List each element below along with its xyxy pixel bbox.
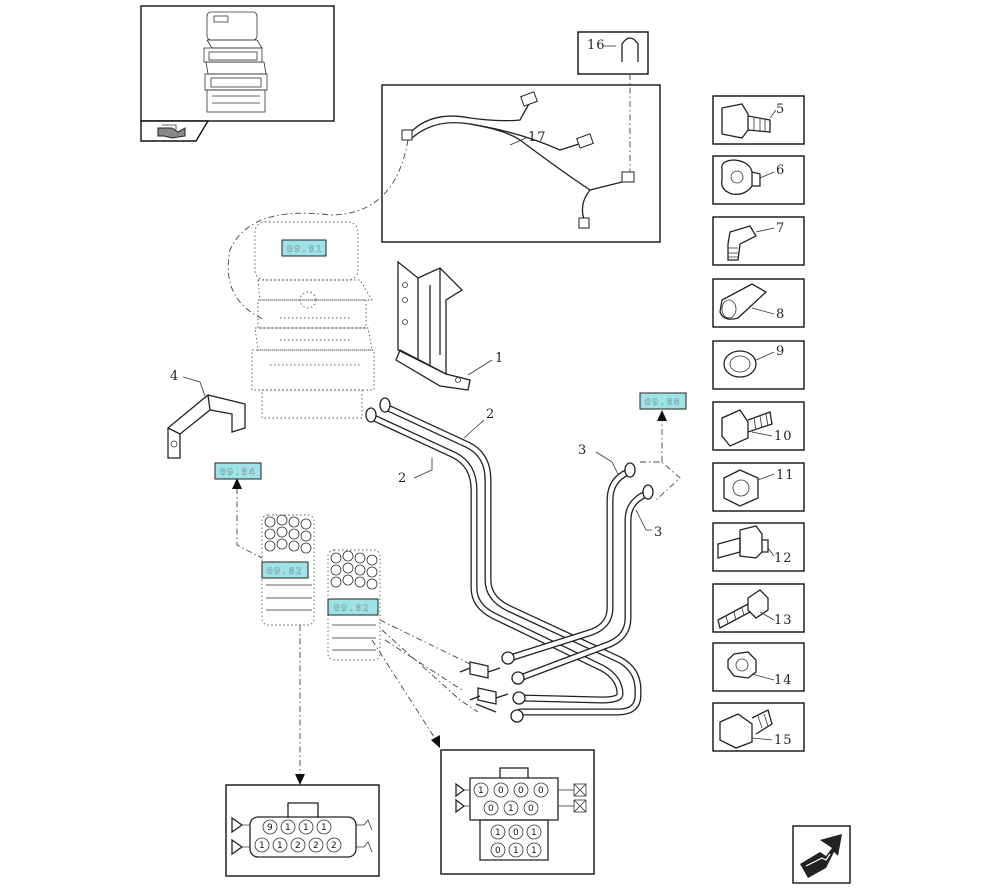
svg-text:1: 1 (495, 828, 501, 838)
pipe-part-2-outer (384, 404, 642, 716)
connector-pinout-right: 1 0 0 0 0 1 0 1 0 1 0 1 1 (440, 749, 595, 875)
svg-text:2: 2 (313, 841, 319, 851)
fitting-11[interactable]: 11 (712, 462, 805, 512)
svg-text:1: 1 (478, 786, 484, 796)
fitting-14[interactable]: 14 (712, 642, 805, 692)
svg-text:0: 0 (538, 786, 544, 796)
return-arrow-icon[interactable] (792, 825, 851, 884)
pin-row-bottom: 1 1 2 2 2 (254, 837, 342, 853)
label-part-17: 17 (528, 130, 547, 145)
ref-tag-left[interactable]: 09.04 (214, 462, 262, 480)
svg-text:7: 7 (776, 221, 785, 236)
svg-text:8: 8 (776, 307, 785, 322)
svg-text:1: 1 (277, 841, 283, 851)
fitting-12[interactable]: 12 (712, 522, 805, 572)
svg-text:09.02: 09.02 (334, 603, 370, 614)
valve-cluster-left (261, 514, 315, 626)
fitting-8[interactable]: 8 (712, 278, 805, 328)
svg-text:14: 14 (774, 673, 793, 688)
fitting-10[interactable]: 10 (712, 401, 805, 451)
svg-text:13: 13 (774, 613, 793, 628)
svg-text:1: 1 (321, 823, 327, 833)
svg-text:1: 1 (531, 846, 537, 856)
svg-text:1: 1 (513, 846, 519, 856)
fitting-15[interactable]: 15 (712, 702, 805, 752)
label-part-4: 4 (170, 369, 179, 384)
svg-text:09.04: 09.04 (220, 467, 256, 478)
svg-text:15: 15 (774, 733, 793, 748)
u-bracket-part-4: 4 (167, 369, 246, 459)
label-part-2a: 2 (486, 407, 495, 422)
valve-cluster-right (327, 549, 381, 661)
fitting-13[interactable]: 13 (712, 583, 805, 633)
pin-row-2: 0 1 0 (483, 800, 539, 816)
pipe-part-2-inner (370, 414, 624, 704)
svg-text:0: 0 (528, 804, 534, 814)
svg-text:2: 2 (331, 841, 337, 851)
svg-text:1: 1 (531, 828, 537, 838)
ref-tag-mid1[interactable]: 09.02 (261, 561, 309, 579)
pipe-part-3 (506, 462, 654, 682)
pin-row-1: 1 0 0 0 (473, 782, 549, 798)
ref-tag-top[interactable]: 09.01 (281, 239, 327, 257)
connector-pinout-left: 9 1 1 1 1 1 2 2 2 (225, 784, 380, 877)
svg-text:0: 0 (513, 828, 519, 838)
svg-text:6: 6 (776, 163, 785, 178)
svg-text:0: 0 (498, 786, 504, 796)
label-part-2b: 2 (398, 471, 407, 486)
pin-row-4: 0 1 1 (490, 842, 542, 858)
fitting-5[interactable]: 5 (712, 95, 805, 145)
ref-tag-right[interactable]: 09.08 (639, 392, 687, 410)
svg-text:9: 9 (267, 823, 273, 833)
svg-text:09.02: 09.02 (267, 566, 303, 577)
label-part-16: 16 (587, 38, 606, 53)
fitting-6[interactable]: 6 (712, 155, 805, 205)
svg-text:12: 12 (774, 551, 793, 566)
valve-module-assembly (251, 221, 375, 419)
wiring-harness-panel: 17 (381, 84, 661, 243)
pin-row-3: 1 0 1 (490, 824, 542, 840)
svg-text:1: 1 (508, 804, 514, 814)
pin-row-top: 9 1 1 1 (262, 819, 332, 835)
pipe-end-fittings (459, 651, 526, 723)
svg-text:9: 9 (776, 344, 785, 359)
label-part-1: 1 (495, 351, 504, 366)
svg-text:1: 1 (303, 823, 309, 833)
bracket-part-1: 1 (395, 260, 504, 391)
label-part-3a: 3 (578, 443, 587, 458)
svg-text:2: 2 (295, 841, 301, 851)
label-part-3b: 3 (654, 525, 663, 540)
fitting-7[interactable]: 7 (712, 216, 805, 266)
overview-inset (140, 5, 335, 142)
flag-arrow-icon (157, 124, 186, 139)
svg-text:0: 0 (488, 804, 494, 814)
svg-text:09.08: 09.08 (645, 397, 681, 408)
svg-text:1: 1 (259, 841, 265, 851)
svg-text:09.01: 09.01 (287, 244, 323, 255)
cable-16-panel: 16 (577, 31, 649, 75)
svg-text:5: 5 (776, 102, 785, 117)
svg-text:10: 10 (774, 429, 793, 444)
fitting-9[interactable]: 9 (712, 340, 805, 390)
svg-text:0: 0 (495, 846, 501, 856)
svg-text:0: 0 (518, 786, 524, 796)
ref-tag-mid2[interactable]: 09.02 (327, 598, 379, 616)
svg-text:11: 11 (776, 468, 795, 483)
svg-text:1: 1 (285, 823, 291, 833)
